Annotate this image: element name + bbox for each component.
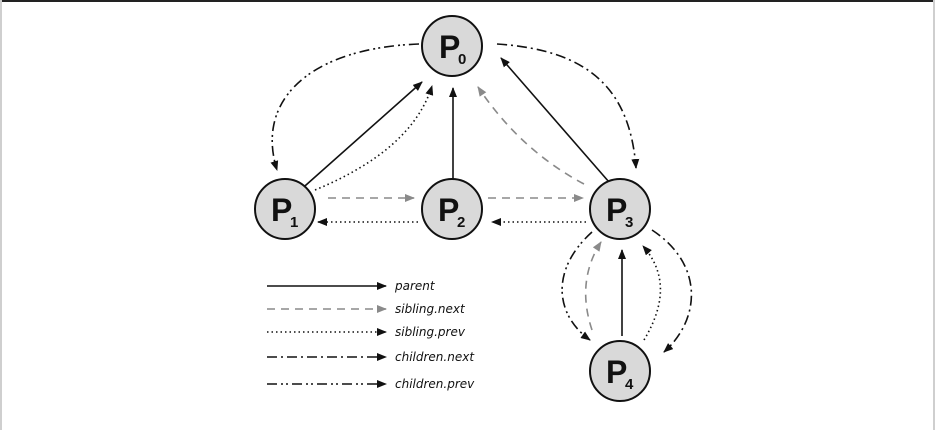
legend-item-children-prev: children.prev: [267, 377, 475, 391]
edge-p3-parent: [500, 57, 610, 183]
legend-label-children-next: children.next: [395, 350, 475, 364]
edge-p1-sibling-prev: [314, 85, 434, 191]
legend-item-children-next: children.next: [267, 350, 475, 364]
edge-p3-sibling-next: [477, 86, 585, 185]
node-p2-subscript: 2: [457, 214, 465, 231]
node-p0-subscript: 0: [458, 51, 466, 68]
node-p3: P 3: [589, 178, 651, 240]
legend: parent sibling.next sibling.prev childre…: [267, 279, 475, 391]
legend-item-parent: parent: [267, 279, 436, 293]
legend-label-sibling-prev: sibling.prev: [395, 325, 466, 339]
edge-p3-children-prev: [561, 231, 593, 341]
node-p0-letter: P: [439, 29, 460, 65]
node-p4-letter: P: [606, 354, 627, 390]
legend-label-parent: parent: [394, 279, 436, 293]
legend-label-sibling-next: sibling.next: [395, 302, 466, 316]
left-border: [0, 0, 2, 430]
edge-p0-children-next: [496, 43, 640, 169]
node-p2-letter: P: [438, 192, 459, 228]
legend-label-children-prev: children.prev: [395, 377, 475, 391]
top-border: [0, 0, 935, 2]
node-p1-letter: P: [271, 192, 292, 228]
node-p4: P 4: [589, 340, 651, 402]
node-p2: P 2: [421, 178, 483, 240]
edge-p0-children-prev: [270, 43, 420, 171]
node-p4-subscript: 4: [625, 376, 634, 393]
edge-p4-sibling-next: [584, 241, 602, 331]
edge-p1-parent: [296, 81, 423, 194]
edge-p3-children-next: [651, 229, 693, 353]
node-p1: P 1: [254, 178, 316, 240]
node-p3-subscript: 3: [625, 214, 633, 231]
node-p0: P 0: [421, 15, 483, 77]
node-p3-letter: P: [606, 192, 627, 228]
right-border: [933, 0, 935, 430]
legend-item-sibling-next: sibling.next: [267, 302, 466, 316]
edge-p4-sibling-prev: [642, 245, 662, 341]
node-p1-subscript: 1: [290, 214, 298, 231]
legend-item-sibling-prev: sibling.prev: [267, 325, 466, 339]
